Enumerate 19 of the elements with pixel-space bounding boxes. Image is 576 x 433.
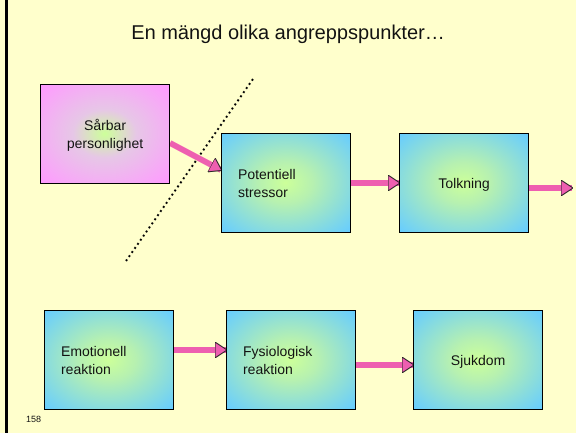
box-label: Sjukdom	[450, 350, 506, 370]
process-box	[40, 84, 170, 184]
block-arrow	[174, 342, 228, 358]
box-label: Tolkning	[438, 174, 490, 192]
block-arrow	[529, 180, 574, 196]
process-box	[226, 310, 356, 410]
process-box	[399, 133, 529, 233]
process-box	[413, 310, 543, 410]
page-number: 158	[26, 414, 42, 424]
block-arrow	[356, 356, 414, 374]
box-label: Potentiell stressor	[238, 164, 297, 202]
box-label: Fysiologisk reaktion	[243, 342, 314, 378]
process-box	[221, 133, 351, 233]
process-box	[44, 310, 174, 410]
title: En mängd olika angreppspunkter…	[130, 22, 446, 45]
block-arrow	[351, 174, 400, 192]
box-label: Sårbar personlighet	[66, 116, 144, 152]
box-label: Emotionell reaktion	[61, 342, 128, 378]
block-arrow	[168, 140, 222, 173]
